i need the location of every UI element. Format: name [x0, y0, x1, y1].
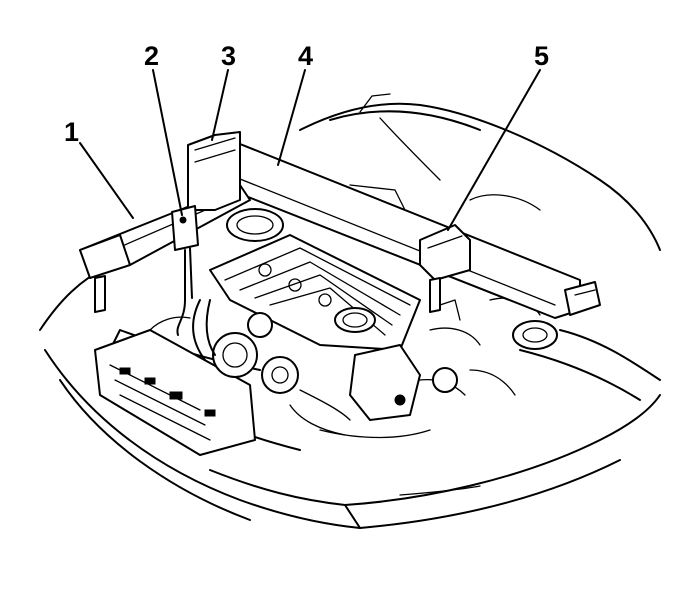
callout-1: 1 — [64, 117, 79, 147]
leader-line-1 — [79, 142, 134, 219]
leader-line-2 — [152, 69, 183, 216]
leader-line-5 — [447, 69, 541, 231]
leader-line-4 — [277, 69, 306, 166]
leader-line-3 — [211, 69, 229, 141]
callout-4: 4 — [298, 41, 313, 71]
callout-leaders — [79, 69, 541, 231]
radiator-support — [94, 316, 256, 456]
engine-assembly — [192, 184, 558, 439]
callout-labels: 1 2 3 4 5 — [64, 41, 549, 147]
callout-2: 2 — [144, 41, 159, 71]
callout-5: 5 — [534, 41, 549, 71]
callout-3: 3 — [221, 41, 236, 71]
support-fixture — [79, 131, 601, 336]
